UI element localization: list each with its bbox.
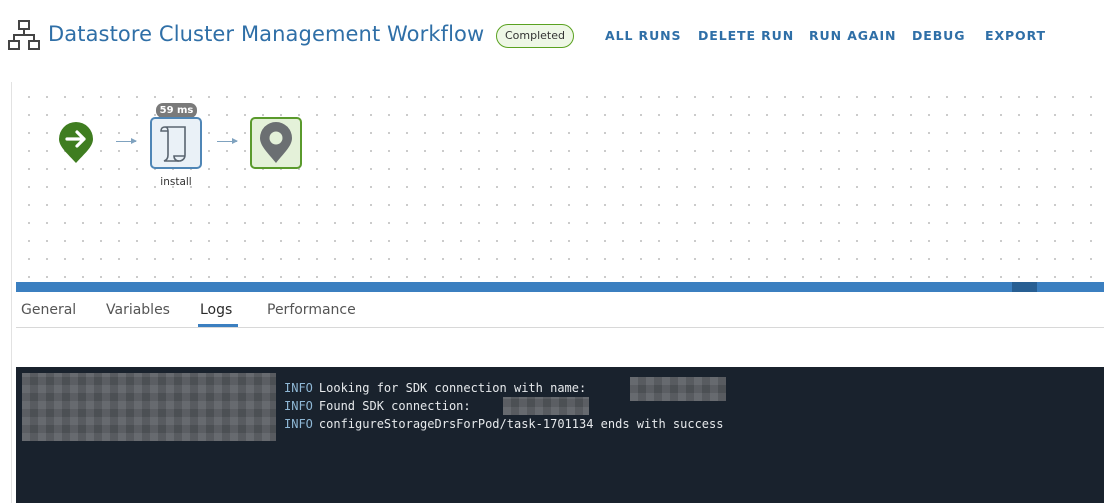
tab-variables[interactable]: Variables bbox=[106, 302, 170, 318]
panel-divider[interactable] bbox=[16, 282, 1104, 292]
log-line: INFO Looking for SDK connection with name… bbox=[284, 381, 586, 395]
log-message: Looking for SDK connection with name: bbox=[318, 381, 587, 395]
details-tabs: General Variables Logs Performance bbox=[16, 292, 1104, 328]
workflow-canvas[interactable] bbox=[16, 82, 1104, 282]
redacted-timestamps bbox=[22, 373, 276, 441]
log-level: INFO bbox=[284, 381, 313, 395]
script-scroll-icon bbox=[160, 126, 186, 162]
connector-arrow bbox=[116, 138, 137, 144]
tab-performance[interactable]: Performance bbox=[267, 302, 356, 318]
workflow-icon bbox=[8, 20, 40, 50]
log-console[interactable] bbox=[16, 367, 1104, 503]
task-duration-badge: 59 ms bbox=[156, 103, 197, 118]
log-message: Found SDK connection: bbox=[318, 399, 471, 413]
page-title: Datastore Cluster Management Workflow bbox=[48, 22, 485, 46]
all-runs-button[interactable]: ALL RUNS bbox=[605, 28, 682, 43]
start-node-icon[interactable] bbox=[58, 122, 94, 164]
log-level: INFO bbox=[284, 399, 313, 413]
run-again-button[interactable]: RUN AGAIN bbox=[809, 28, 897, 43]
location-pin-icon bbox=[260, 122, 292, 163]
connector-arrow bbox=[217, 138, 238, 144]
active-tab-indicator bbox=[198, 324, 238, 327]
end-node[interactable] bbox=[250, 117, 302, 169]
delete-run-button[interactable]: DELETE RUN bbox=[698, 28, 795, 43]
task-label: install bbox=[160, 176, 192, 188]
tab-logs[interactable]: Logs bbox=[200, 302, 233, 318]
left-panel-edge bbox=[0, 82, 12, 503]
redacted-connection-id bbox=[503, 397, 589, 415]
log-level: INFO bbox=[284, 417, 313, 431]
log-line: INFO configureStorageDrsForPod/task-17011… bbox=[284, 417, 723, 431]
status-badge: Completed bbox=[496, 24, 574, 48]
export-button[interactable]: EXPORT bbox=[985, 28, 1046, 43]
task-node-install[interactable] bbox=[150, 117, 202, 169]
log-line: INFO Found SDK connection: bbox=[284, 399, 471, 413]
debug-button[interactable]: DEBUG bbox=[912, 28, 966, 43]
redacted-connection-name bbox=[630, 377, 726, 401]
divider-scroll-handle[interactable] bbox=[1012, 282, 1037, 292]
workflow-header: Datastore Cluster Management Workflow Co… bbox=[0, 0, 1104, 72]
tab-general[interactable]: General bbox=[21, 302, 77, 318]
log-message: configureStorageDrsForPod/task-1701134 e… bbox=[318, 417, 724, 431]
